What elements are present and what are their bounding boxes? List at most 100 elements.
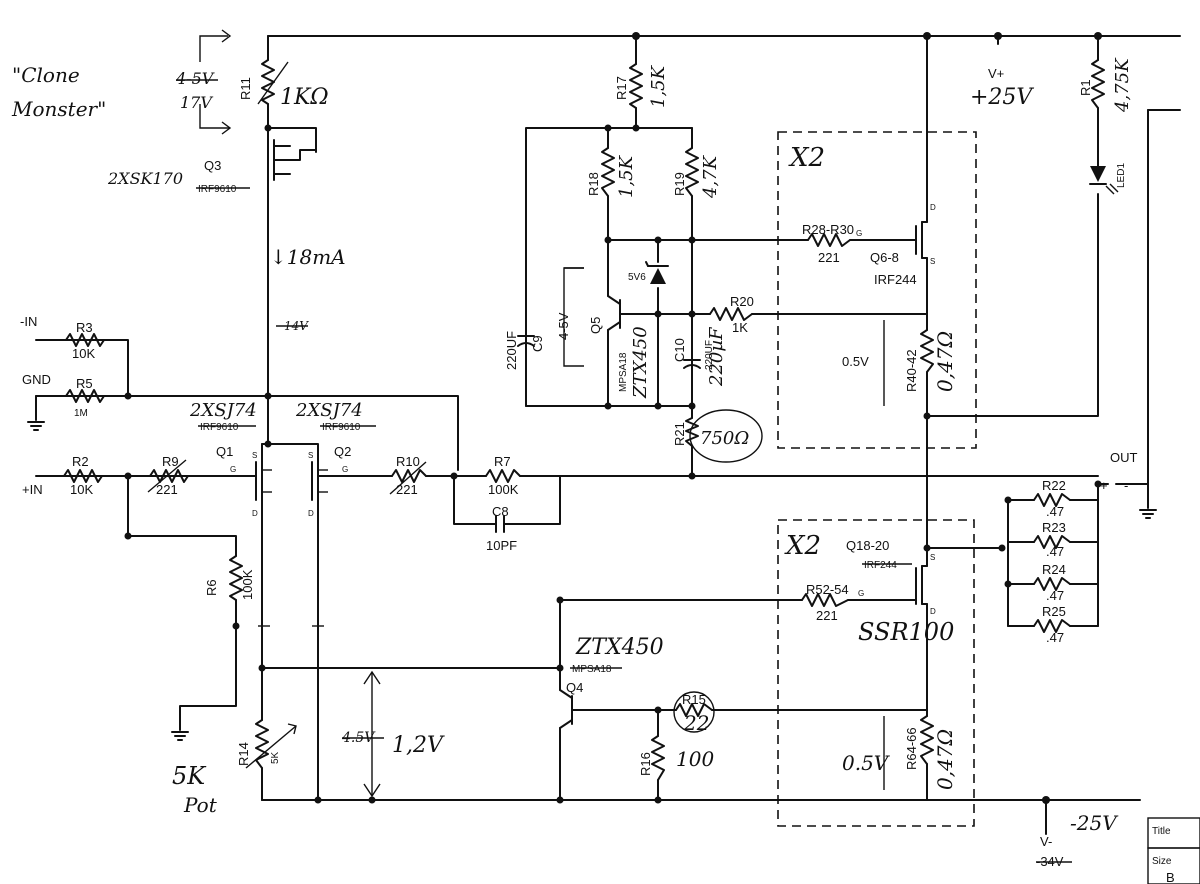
q5-ref: Q5 xyxy=(588,317,603,334)
r40-value: 0,47Ω xyxy=(933,331,957,392)
title-block: Title Size B xyxy=(1147,817,1200,884)
output-stage-box-top xyxy=(777,131,977,449)
r1-ref: R1 xyxy=(1078,79,1093,96)
q6-8-part: IRF244 xyxy=(874,272,917,287)
resistor-r25 xyxy=(1033,619,1071,633)
r14-value: 5K xyxy=(270,751,281,764)
svg-text:S: S xyxy=(930,553,935,562)
r24-ref: R24 xyxy=(1042,562,1066,577)
resistor-r40 xyxy=(920,329,934,373)
r52-value: 221 xyxy=(816,608,838,623)
r23-value: .47 xyxy=(1046,544,1064,559)
note-0-5v-bottom: 0.5V xyxy=(842,751,891,775)
r14-ref: R14 xyxy=(236,742,251,766)
resistor-r21 xyxy=(685,417,699,447)
r9-ref: R9 xyxy=(162,454,179,469)
r64-value: 0,47Ω xyxy=(933,729,957,790)
out-label: OUT xyxy=(1110,450,1138,465)
resistor-r20 xyxy=(709,307,753,321)
r22-ref: R22 xyxy=(1042,478,1066,493)
svg-text:D: D xyxy=(930,607,936,616)
c8-ref: C8 xyxy=(492,504,509,519)
q3-ref: Q3 xyxy=(204,158,221,173)
q1-part: 2XSJ74 xyxy=(189,400,257,421)
q5-part: ZTX450 xyxy=(630,326,651,399)
r11-ref: R11 xyxy=(238,77,253,100)
r17-ref: R17 xyxy=(614,76,629,100)
resistor-r18 xyxy=(601,147,615,197)
r52-ref: R52-54 xyxy=(806,582,849,597)
vplus-value: +25V xyxy=(970,85,1034,110)
capacitor-c10 xyxy=(683,359,701,407)
resistor-r2 xyxy=(63,469,103,483)
output-stage-box-bottom xyxy=(777,519,975,827)
resistor-r22 xyxy=(1033,493,1071,507)
r19-ref: R19 xyxy=(672,172,687,196)
resistor-r14 xyxy=(245,719,297,769)
note-0-5v-top: 0.5V xyxy=(842,354,869,369)
r18-value: 1,5K xyxy=(616,154,637,198)
r64-ref: R64-66 xyxy=(904,727,919,770)
capacitor-c8 xyxy=(495,515,513,533)
resistor-r7 xyxy=(485,469,521,483)
r6-value: 100K xyxy=(240,569,255,600)
svg-text:G: G xyxy=(856,229,862,238)
r19-value: 4,7K xyxy=(700,154,721,199)
out-minus: - xyxy=(1124,478,1128,493)
note-monster: Monster" xyxy=(11,97,106,121)
note-pot: Pot xyxy=(183,793,218,817)
resistor-r1 xyxy=(1091,59,1105,109)
r1-value: 4,75K xyxy=(1112,57,1133,113)
title-block-size-value: B xyxy=(1166,870,1175,884)
resistor-r9 xyxy=(147,459,189,493)
r10-value: 221 xyxy=(396,482,418,497)
resistor-r64 xyxy=(920,715,934,765)
note-x2-bottom: X2 xyxy=(784,531,821,561)
q4-ref: Q4 xyxy=(566,680,583,695)
c8-value: 10PF xyxy=(486,538,517,553)
r5-value: 1M xyxy=(74,408,88,419)
r23-ref: R23 xyxy=(1042,520,1066,535)
transistor-q3 xyxy=(267,139,317,181)
zener-diode xyxy=(645,261,669,284)
r21-ref: R21 xyxy=(672,422,687,446)
resistor-r24 xyxy=(1033,577,1071,591)
note-old-45v: 4-5V xyxy=(175,69,215,88)
q3-part: 2XSK170 xyxy=(107,169,183,188)
svg-text:S: S xyxy=(252,451,257,460)
r9-value: 221 xyxy=(156,482,178,497)
r28-ref: R28-R30 xyxy=(802,222,854,237)
transistor-q18-20 xyxy=(915,565,928,605)
svg-text:D: D xyxy=(930,203,936,212)
resistor-r19 xyxy=(685,147,699,197)
gnd-label: GND xyxy=(22,372,51,387)
zener-label: 5V6 xyxy=(628,272,646,283)
note-4-5v-q5: 4-5V xyxy=(556,312,571,340)
q1-old: IRF9610 xyxy=(200,422,239,433)
r3-value: 10K xyxy=(72,346,95,361)
wiring xyxy=(27,35,1181,835)
q18-20-part: SSR100 xyxy=(858,618,954,646)
r24-value: .47 xyxy=(1046,588,1064,603)
svg-text:G: G xyxy=(342,465,348,474)
c10-ref: C10 xyxy=(672,338,687,362)
q18-20-ref: Q18-20 xyxy=(846,538,889,553)
minus-in-label: -IN xyxy=(20,314,37,329)
r2-value: 10K xyxy=(70,482,93,497)
transistor-q1 xyxy=(251,461,272,501)
q3-old: IRF9610 xyxy=(198,184,237,195)
transistor-q6-8 xyxy=(915,221,928,259)
q5-old: MPSA18 xyxy=(618,352,629,392)
q1-ref: Q1 xyxy=(216,444,233,459)
r11-value: 1KΩ xyxy=(280,85,329,110)
q2-old: IRF9610 xyxy=(322,422,361,433)
q18-20-old: IRF244 xyxy=(864,560,897,571)
vminus-label: V- xyxy=(1040,834,1052,849)
resistor-r28 xyxy=(807,233,851,247)
r7-ref: R7 xyxy=(494,454,511,469)
r40-ref: R40-42 xyxy=(904,349,919,392)
note-5k: 5K xyxy=(172,762,207,790)
r10-ref: R10 xyxy=(396,454,420,469)
r5-ref: R5 xyxy=(76,376,93,391)
